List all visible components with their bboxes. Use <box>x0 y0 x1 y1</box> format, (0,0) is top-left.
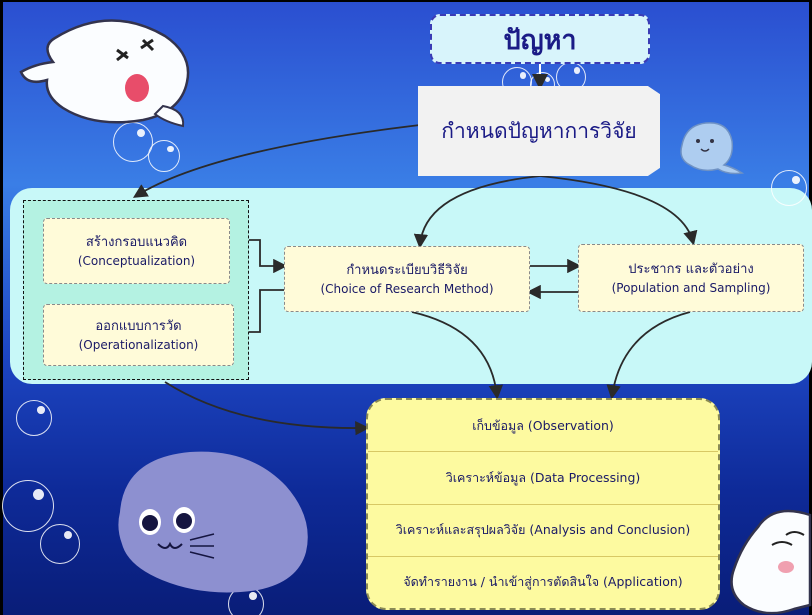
title-text: ปัญหา <box>503 24 577 56</box>
population-en: (Population and Sampling) <box>611 280 771 295</box>
method-en: (Choice of Research Method) <box>320 281 494 296</box>
seal-icon <box>680 122 745 175</box>
seal-icon <box>118 451 308 593</box>
bubble-icon <box>40 524 80 564</box>
arrow-method-to-steps <box>411 311 504 400</box>
step-application: จัดทำรายงาน / นำเข้าสู่การตัดสินใจ (Appl… <box>403 574 683 590</box>
arrow-problem-to-population <box>539 175 698 246</box>
title-box: ปัญหา <box>430 14 650 64</box>
concept-th: สร้างกรอบแนวคิด <box>85 234 188 250</box>
arrow-problem-to-method <box>413 175 541 249</box>
bubble-icon <box>16 400 52 436</box>
bubble-icon <box>148 140 180 172</box>
seal-icon <box>19 19 190 128</box>
step-analysis: วิเคราะห์และสรุปผลวิจัย (Analysis and Co… <box>368 505 718 557</box>
steps-box: เก็บข้อมูล (Observation) วิเคราะห์ข้อมูล… <box>366 398 720 610</box>
seal-icon <box>730 509 812 615</box>
frame-top <box>0 0 812 2</box>
method-box: กำหนดระเบียบวิธีวิจัย (Choice of Researc… <box>284 246 530 312</box>
problem-box: กำหนดปัญหาการวิจัย <box>418 86 660 176</box>
concept-box: สร้างกรอบแนวคิด (Conceptualization) <box>43 218 230 284</box>
bubble-icon <box>2 480 54 532</box>
population-box: ประชากร และตัวอย่าง (Population and Samp… <box>578 244 804 312</box>
problem-note <box>418 86 660 176</box>
oper-en: (Operationalization) <box>78 337 199 352</box>
arrow-population-to-steps <box>606 311 691 400</box>
oper-box: ออกแบบการวัด (Operationalization) <box>43 304 234 366</box>
arrow-group-to-steps <box>164 381 370 436</box>
step-observation: เก็บข้อมูล (Observation) <box>368 400 718 453</box>
arrow-problem-to-concept <box>132 124 421 198</box>
population-th: ประชากร และตัวอย่าง <box>628 261 754 277</box>
bubble-icon <box>771 170 807 206</box>
problem-text: กำหนดปัญหาการวิจัย <box>441 118 637 143</box>
frame-left <box>0 0 3 615</box>
concept-en: (Conceptualization) <box>77 253 196 268</box>
method-th: กำหนดระเบียบวิธีวิจัย <box>346 262 468 278</box>
step-data-processing: วิเคราะห์ข้อมูล (Data Processing) <box>368 452 718 505</box>
oper-th: ออกแบบการวัด <box>95 318 182 334</box>
